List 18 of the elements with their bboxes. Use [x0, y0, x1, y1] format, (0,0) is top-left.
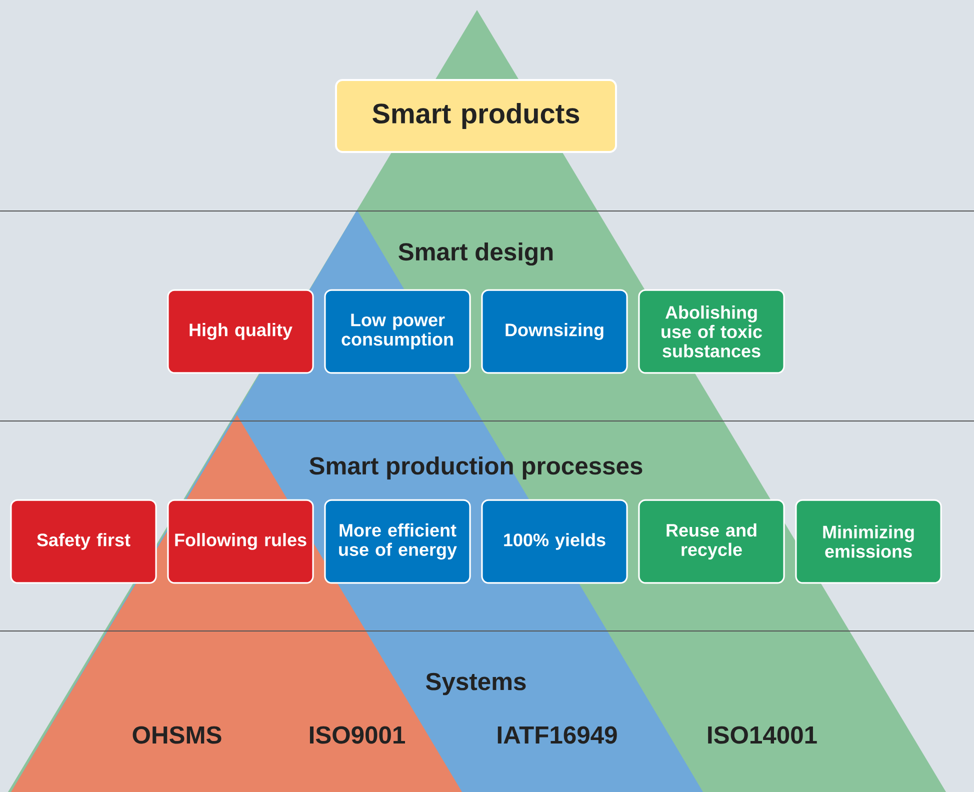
standard-label: OHSMS	[132, 726, 222, 744]
category-box: Low power consumption	[324, 289, 471, 374]
category-box: High quality	[167, 289, 314, 374]
category-box: Minimizing emissions	[795, 499, 942, 584]
category-box: Downsizing	[481, 289, 628, 374]
section-heading: Smart production processes	[310, 456, 642, 480]
section-heading: Systems	[426, 672, 526, 696]
title-box: Smart products	[335, 79, 617, 153]
standard-label: ISO14001	[708, 726, 817, 744]
standard-label: ISO9001	[310, 726, 405, 744]
category-box: Following rules	[167, 499, 314, 584]
category-box: 100% yields	[481, 499, 628, 584]
section-heading: Smart design	[398, 242, 553, 266]
category-box: Safety first	[10, 499, 157, 584]
standard-label: IATF16949	[498, 726, 617, 744]
category-box: More efficient use of energy	[324, 499, 471, 584]
category-box: Abolishing use of toxic substances	[638, 289, 785, 374]
category-box: Reuse and recycle	[638, 499, 785, 584]
